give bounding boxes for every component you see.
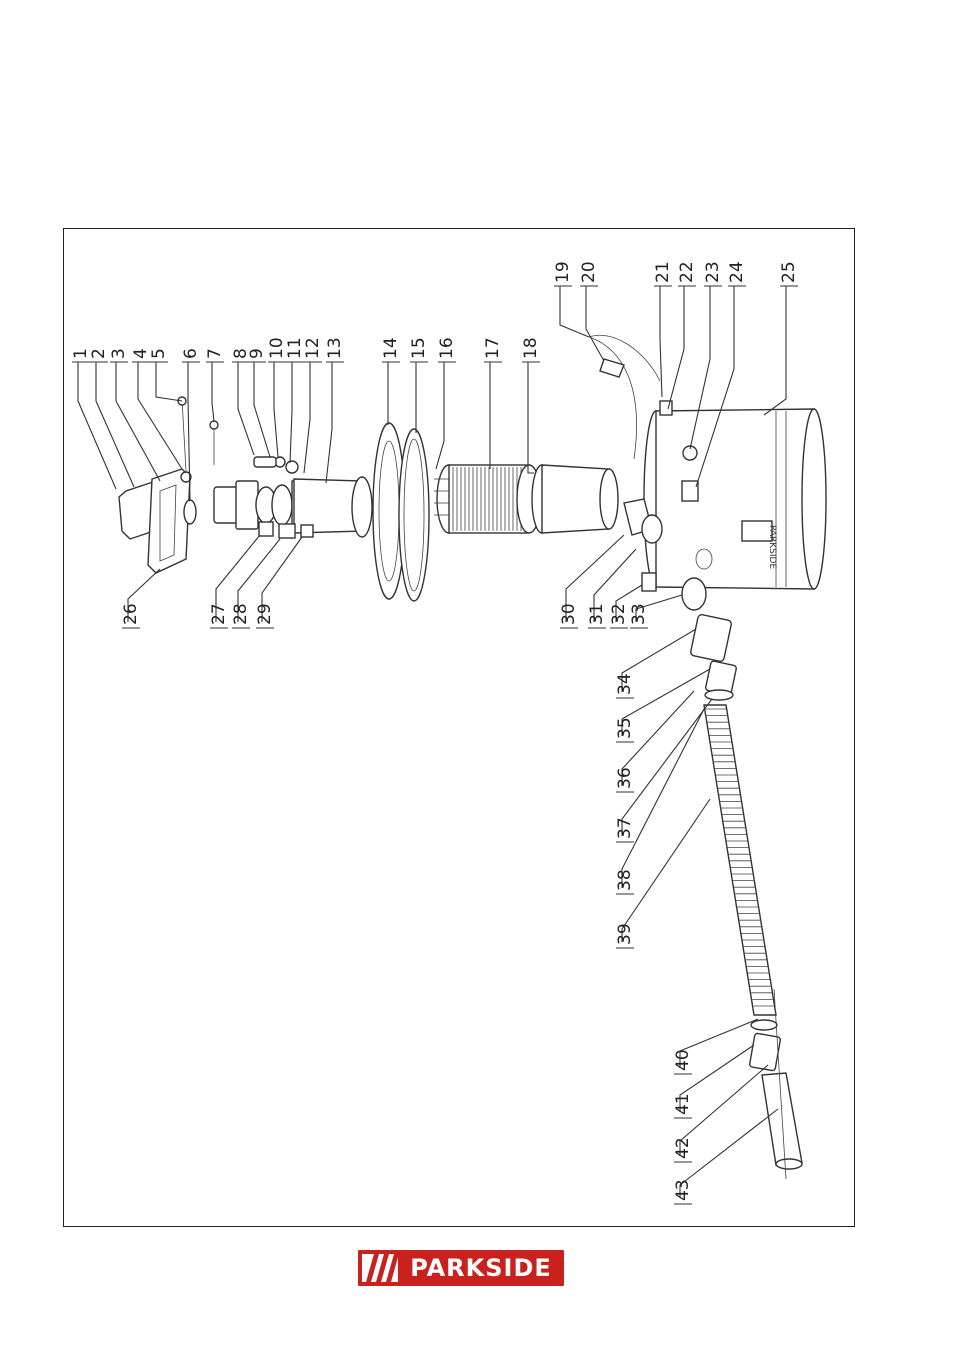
part-number-label: 43 (673, 1179, 693, 1201)
part-number-label: 16 (437, 337, 457, 359)
leader-line (621, 798, 711, 942)
leader-line (215, 534, 261, 622)
diagram-frame: PARKSIDE (63, 228, 855, 1227)
filter-discs (372, 422, 430, 602)
logo-wordmark: PARKSIDE (400, 1252, 562, 1284)
leader-line (303, 362, 311, 474)
leader-line (621, 690, 695, 786)
leader-line (679, 1108, 779, 1198)
part-number-label: 15 (409, 337, 429, 359)
cover-handle-assembly (118, 396, 219, 574)
leader-line (211, 362, 215, 422)
motor-assembly (213, 456, 373, 539)
leader-line (155, 362, 183, 402)
leader-line (593, 548, 637, 622)
part-number-label: 33 (629, 603, 649, 625)
part-number-label: 24 (727, 261, 747, 283)
part-number-label: 13 (325, 337, 345, 359)
part-number-label: 27 (209, 603, 229, 625)
part-number-label: 1 (71, 348, 91, 359)
leader-line (763, 286, 787, 416)
part-number-label: 6 (181, 348, 201, 359)
leader-line (615, 584, 643, 622)
part-number-label: 25 (779, 261, 799, 283)
leader-line (621, 668, 711, 736)
part-number-label: 31 (587, 603, 607, 625)
leader-line (621, 628, 697, 692)
part-number-label: 40 (673, 1049, 693, 1071)
part-number-label: 21 (653, 261, 673, 283)
part-number-label: 29 (255, 603, 275, 625)
leader-line (237, 362, 255, 456)
part-number-label: 36 (615, 767, 635, 789)
part-number-label: 23 (703, 261, 723, 283)
part-number-label: 8 (231, 348, 251, 359)
part-number-label: 22 (677, 261, 697, 283)
leader-line (289, 362, 293, 464)
part-number-label: 35 (615, 717, 635, 739)
leader-line (559, 286, 590, 338)
filter-sleeve (531, 464, 619, 534)
part-number-label: 9 (247, 348, 267, 359)
part-number-label: 30 (559, 603, 579, 625)
leader-line (667, 286, 685, 410)
part-number-label: 20 (579, 261, 599, 283)
housing-badge: PARKSIDE (767, 525, 777, 569)
part-number-label: 3 (109, 348, 129, 359)
leader-line (585, 286, 605, 362)
part-number-label: 32 (609, 603, 629, 625)
leader-line (621, 698, 713, 836)
leader-line (253, 362, 271, 458)
part-number-label: 2 (89, 348, 109, 359)
leader-line (695, 286, 735, 488)
leader-line (679, 1064, 769, 1156)
leader-line (621, 708, 705, 888)
part-number-label: 37 (615, 817, 635, 839)
leader-line (635, 594, 683, 622)
part-number-label: 28 (231, 603, 251, 625)
container-drum: PARKSIDE (643, 408, 827, 590)
leader-line (689, 286, 711, 450)
hose-assembly (690, 613, 803, 1180)
leader-line (435, 362, 445, 470)
cartridge-filter (434, 464, 542, 534)
leader-line (187, 362, 191, 502)
leader-line (237, 538, 281, 622)
leader-line (115, 362, 161, 482)
part-number-label: 4 (131, 348, 151, 359)
leader-line (77, 362, 117, 490)
part-number-label: 10 (267, 337, 287, 359)
exploded-parts-diagram: PARKSIDE (71, 261, 827, 1205)
leader-line (95, 362, 135, 488)
part-number-label: 26 (121, 603, 141, 625)
leader-line (137, 362, 183, 470)
leader-line (679, 1044, 755, 1112)
part-number-label: 41 (673, 1093, 693, 1115)
part-number-label: 18 (521, 337, 541, 359)
part-number-label: 42 (673, 1137, 693, 1159)
part-number-label: 19 (553, 261, 573, 283)
parkside-logo: PARKSIDE (358, 1250, 564, 1286)
leader-line (273, 362, 279, 458)
leader-line (679, 1018, 759, 1068)
logo-stripes-icon (362, 1254, 398, 1282)
leader-line (325, 362, 333, 484)
leader-line (127, 568, 161, 622)
part-number-label: 7 (205, 348, 225, 359)
part-number-label: 39 (615, 923, 635, 945)
leader-line (527, 362, 534, 474)
leader-line (565, 534, 625, 622)
part-number-label: 5 (149, 348, 169, 359)
part-number-label: 34 (615, 673, 635, 695)
leader-line (659, 286, 663, 398)
part-number-label: 11 (285, 337, 305, 359)
part-number-label: 12 (303, 337, 323, 359)
part-number-label: 17 (483, 337, 503, 359)
leader-line (261, 536, 303, 622)
part-number-label: 38 (615, 869, 635, 891)
part-number-label: 14 (381, 337, 401, 359)
